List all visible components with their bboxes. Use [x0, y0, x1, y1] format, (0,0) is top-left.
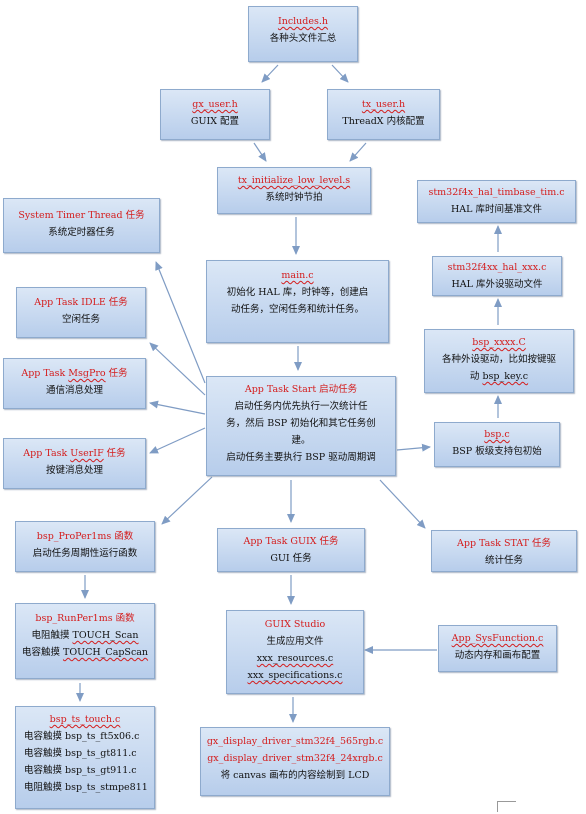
system-timer-node: System Timer Thread 任务 系统定时器任务: [3, 198, 160, 253]
node-line: xxx_resources.c: [256, 653, 334, 664]
edge-gxuser-txinit: [253, 142, 267, 162]
node-title: tx_initialize_low_level.s: [237, 175, 351, 186]
ts-touch-node: bsp_ts_touch.c 电容触摸 bsp_ts_ft5x06.c 电容触摸…: [15, 706, 155, 809]
msgpro-task-node: App Task MsgPro 任务 通信消息处理: [3, 358, 146, 409]
node-title: App Task MsgPro 任务: [21, 368, 128, 379]
node-line: 建。: [291, 435, 311, 446]
node-line: 统计任务: [484, 555, 523, 566]
edge-txuser-txinit: [349, 142, 367, 162]
edge-includes-gxuser: [261, 64, 279, 83]
node-line: gx_display_driver_stm32f4_565rgb.c: [206, 736, 384, 747]
node-line: 启动任务主要执行 BSP 驱动周期调: [226, 452, 376, 463]
node-line: 启动任务内优先执行一次统计任: [234, 401, 368, 412]
bsp-node: bsp.c BSP 板级支持包初始: [434, 422, 560, 467]
edge-includes-txuser: [331, 64, 349, 83]
idle-task-node: App Task IDLE 任务 空闲任务: [16, 287, 146, 338]
node-line: GUI 任务: [270, 553, 312, 564]
node-title: App Task UserIF 任务: [23, 448, 126, 459]
guix-studio-node: GUIX Studio 生成应用文件 xxx_resources.c xxx_s…: [226, 610, 364, 694]
node-title: App Task GUIX 任务: [243, 536, 339, 547]
node-line: 务，然后 BSP 初始化和其它任务创: [226, 418, 376, 429]
node-title: GUIX Studio: [264, 619, 326, 630]
node-line: 系统时钟节拍: [265, 192, 323, 203]
node-line: 空闲任务: [61, 314, 100, 325]
gx-user-node: gx_user.h GUIX 配置: [160, 89, 270, 140]
timbase-node: stm32f4x_hal_timbase_tim.c HAL 库时间基准文件: [417, 180, 576, 223]
node-line: 动任务，空闲任务和统计任务。: [230, 304, 364, 315]
node-line: 动 bsp_key.c: [469, 371, 529, 382]
node-line: BSP 板级支持包初始: [452, 446, 542, 457]
hal-xxx-node: stm32f4xx_hal_xxx.c HAL 库外设驱动文件: [432, 256, 562, 296]
node-title: tx_user.h: [361, 99, 406, 110]
node-line: 电容触摸 bsp_ts_gt811.c: [24, 748, 137, 759]
node-title: bsp_xxxx.C: [472, 337, 526, 348]
node-line: 按键消息处理: [45, 465, 103, 476]
node-line: 各种头文件汇总: [269, 33, 337, 44]
app-sysfunction-node: App_SysFunction.c 动态内存和画布配置: [438, 625, 557, 672]
userif-word: UserIF: [70, 448, 104, 459]
tx-init-node: tx_initialize_low_level.s 系统时钟节拍: [217, 167, 371, 214]
node-title: App_SysFunction.c: [451, 633, 544, 644]
node-title: stm32f4x_hal_timbase_tim.c: [428, 187, 565, 198]
run1ms-node: bsp_RunPer1ms 函数 电阻触摸 TOUCH_Scan 电容触摸 TO…: [15, 603, 155, 679]
node-title: App Task STAT 任务: [457, 538, 551, 549]
node-line: 生成应用文件: [266, 636, 324, 647]
edge-start-per1ms: [161, 476, 213, 525]
per1ms-node: bsp_ProPer1ms 函数 启动任务周期性运行函数: [15, 521, 155, 572]
main-node: main.c 初始化 HAL 库，时钟等，创建启 动任务，空闲任务和统计任务。: [206, 260, 389, 343]
edge-start-msgpro: [149, 400, 206, 415]
edge-start-idle: [149, 342, 206, 396]
node-line: xxx_specifications.c: [247, 670, 343, 681]
touch-capscan-word: TOUCH_CapScan: [62, 647, 149, 658]
node-line: 各种外设驱动，比如按键驱: [441, 354, 556, 365]
tx-user-node: tx_user.h ThreadX 内核配置: [327, 89, 440, 140]
stat-task-node: App Task STAT 任务 统计任务: [431, 530, 577, 572]
bsp-xxxx-node: bsp_xxxx.C 各种外设驱动，比如按键驱 动 bsp_key.c: [424, 329, 574, 393]
guix-task-node: App Task GUIX 任务 GUI 任务: [217, 528, 365, 572]
node-line: 电阻触摸 bsp_ts_stmpe811: [24, 782, 148, 793]
node-line: 通信消息处理: [45, 385, 103, 396]
node-line: HAL 库外设驱动文件: [451, 279, 543, 290]
edge-start-stat: [379, 479, 426, 529]
start-task-node: App Task Start 启动任务 启动任务内优先执行一次统计任 务，然后 …: [206, 376, 396, 476]
node-title: System Timer Thread 任务: [18, 210, 145, 221]
node-line: 动态内存和画布配置: [454, 650, 541, 661]
node-line: 系统定时器任务: [48, 227, 115, 238]
node-line: HAL 库时间基准文件: [451, 204, 542, 215]
node-line: GUIX 配置: [190, 116, 240, 127]
node-line: ThreadX 内核配置: [342, 116, 425, 127]
userif-task-node: App Task UserIF 任务 按键消息处理: [3, 438, 146, 489]
node-title: main.c: [281, 270, 314, 281]
node-title: bsp_ts_touch.c: [49, 714, 121, 725]
msgpro-word: MsgPro: [68, 368, 106, 379]
node-title: bsp_ProPer1ms 函数: [36, 531, 134, 542]
node-title: App Task Start 启动任务: [244, 384, 358, 395]
node-line: 电阻触摸 TOUCH_Scan: [31, 630, 139, 641]
display-driver-node: gx_display_driver_stm32f4_565rgb.c gx_di…: [200, 727, 390, 796]
node-line: 电容触摸 bsp_ts_ft5x06.c: [24, 731, 140, 742]
node-line: 初始化 HAL 库，时钟等，创建启: [226, 287, 369, 298]
node-line: gx_display_driver_stm32f4_24xrgb.c: [207, 753, 383, 764]
edge-start-systimer: [155, 261, 206, 384]
node-line: 电容触摸 bsp_ts_gt911.c: [24, 765, 137, 776]
bsp-key-word: bsp_key.c: [482, 371, 529, 382]
includes-node: Includes.h 各种头文件汇总: [248, 6, 358, 62]
node-title: App Task IDLE 任务: [34, 297, 128, 308]
node-title: bsp.c: [484, 429, 510, 440]
edge-start-userif: [149, 427, 206, 454]
node-title: bsp_RunPer1ms 函数: [35, 613, 135, 624]
node-title: stm32f4xx_hal_xxx.c: [447, 262, 547, 273]
touch-scan-word: TOUCH_Scan: [72, 630, 139, 641]
node-title: Includes.h: [277, 16, 329, 27]
node-line: 启动任务周期性运行函数: [32, 548, 138, 559]
edge-start-bsp: [396, 443, 431, 452]
corner-mark: [497, 801, 516, 812]
node-title: gx_user.h: [192, 99, 238, 110]
node-line: 电容触摸 TOUCH_CapScan: [21, 647, 149, 658]
node-line: 将 canvas 画布的内容绘制到 LCD: [220, 770, 370, 781]
